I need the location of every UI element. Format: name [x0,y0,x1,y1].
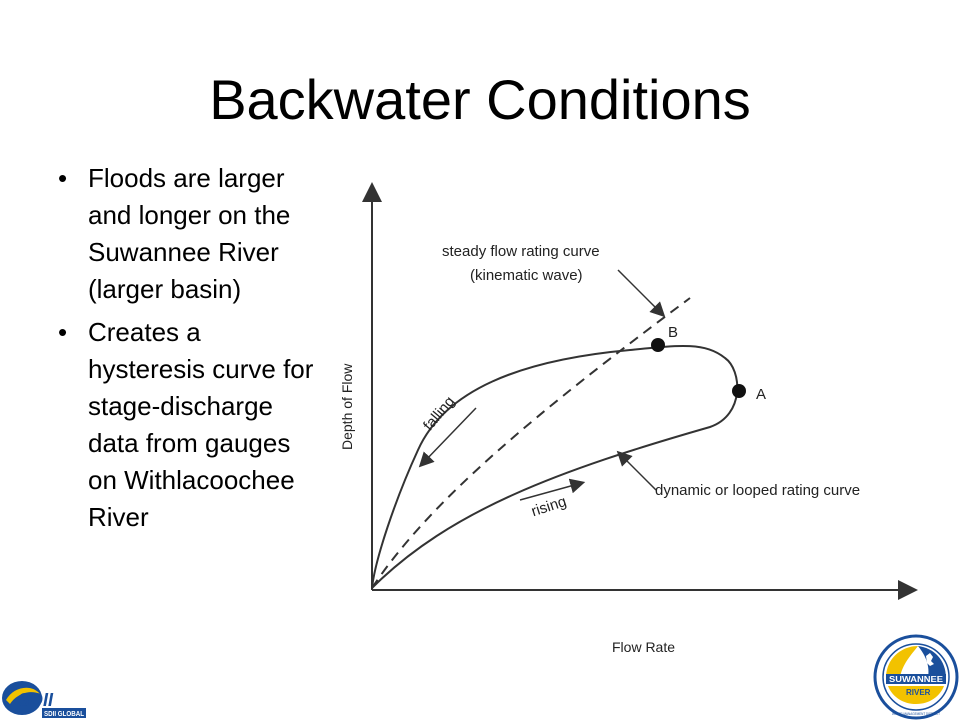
falling-direction-arrow [418,407,477,468]
bullet-text: Floods are larger and longer on the Suwa… [88,163,291,304]
steady-flow-pointer-arrow [617,269,666,318]
rising-direction-arrow [519,478,586,501]
slide-title: Backwater Conditions [209,68,751,131]
y-axis-label: Depth of Flow [339,363,355,450]
bullet-text: Creates a hysteresis curve for stage-dis… [88,317,314,532]
steady-flow-label-line1: steady flow rating curve [442,243,600,260]
sdii-global-logo: SDII SDII GLOBAL [2,681,86,718]
suwannee-river-logo: SUWANNEE RIVER WATER MANAGEMENT DISTRICT [873,634,959,720]
svg-text:SDII: SDII [18,690,54,710]
bullet-marker: • [58,317,68,347]
dynamic-curve-label: dynamic or looped rating curve [655,482,860,499]
bullet-list: • Floods are larger and longer on the Su… [52,160,322,542]
rating-curve-diagram: B A steady flow rating curve (kinematic … [339,182,918,655]
bullet-item: • Floods are larger and longer on the Su… [52,160,322,308]
point-a-label: A [756,386,766,403]
left-logo-text: SDII GLOBAL [44,711,85,718]
point-b-marker [651,338,665,352]
falling-label: falling [420,393,458,434]
steady-flow-label-line2: (kinematic wave) [470,267,583,284]
rising-label: rising [529,493,568,520]
right-logo-text-bottom: RIVER [906,688,931,697]
steady-flow-curve [371,297,691,589]
right-logo-ring-text: WATER MANAGEMENT DISTRICT [892,711,940,716]
point-b-label: B [668,324,678,341]
right-logo-text-top: SUWANNEE [889,675,944,684]
dynamic-curve-pointer-arrow [616,450,657,491]
bullet-item: • Creates a hysteresis curve for stage-d… [52,314,322,536]
x-axis-label: Flow Rate [612,639,675,655]
point-a-marker [732,384,746,398]
bullet-marker: • [58,163,68,193]
looped-rating-curve [371,345,739,589]
